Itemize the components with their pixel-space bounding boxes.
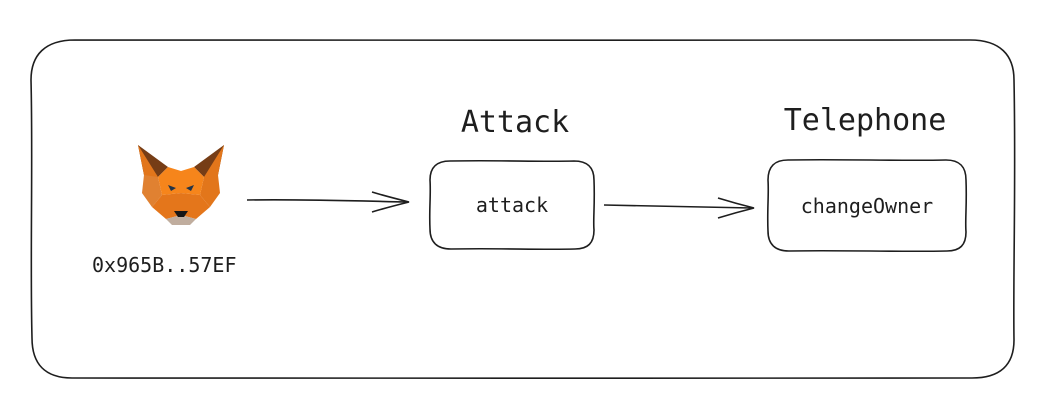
arrow-wallet-to-attack <box>246 191 410 213</box>
wallet-address: 0x965B..57EF <box>92 253 237 277</box>
change-owner-function-node: changeOwner <box>768 160 966 251</box>
change-owner-function-label: changeOwner <box>800 193 934 218</box>
change-owner-function-box-border <box>766 158 968 253</box>
attack-function-box-border <box>428 159 596 251</box>
metamask-fox-icon <box>138 145 224 225</box>
arrow-attack-to-change-owner <box>603 197 755 219</box>
attack-function-node: attack <box>430 161 594 249</box>
outer-frame <box>30 38 1016 380</box>
attack-function-label: attack <box>475 193 549 217</box>
telephone-contract-title: Telephone <box>783 103 947 138</box>
attack-contract-title: Attack <box>460 105 570 140</box>
